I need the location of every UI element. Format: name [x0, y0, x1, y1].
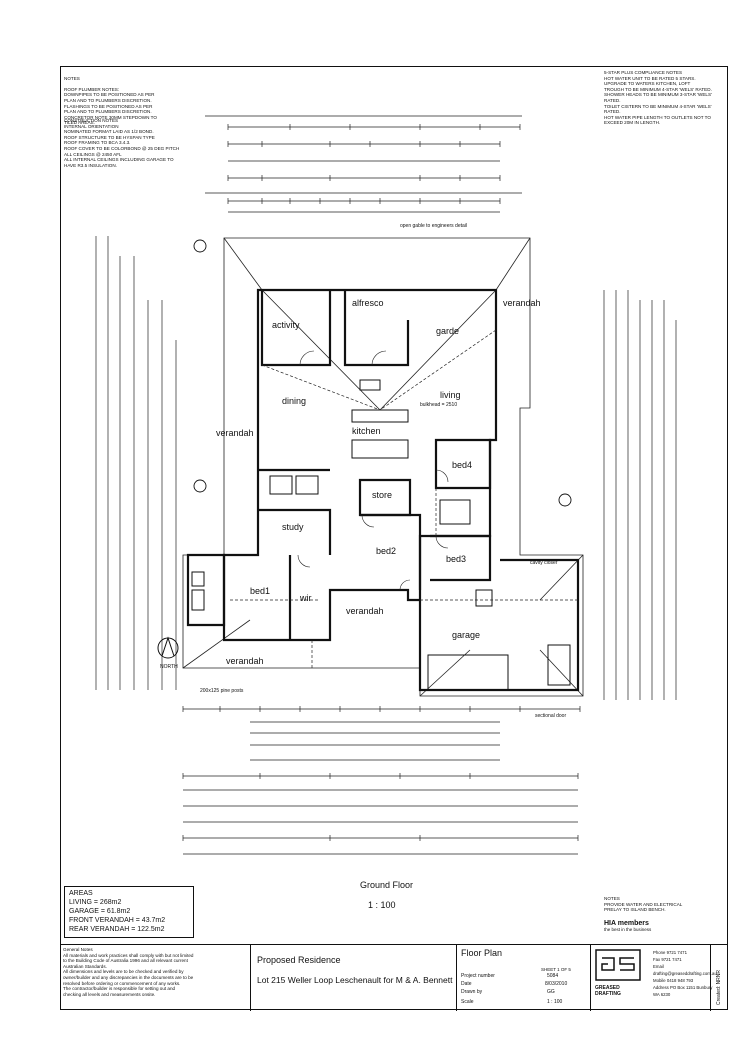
- room-alfresco: alfresco: [352, 298, 384, 308]
- hia-sub: the best in the business: [604, 927, 652, 932]
- sheet-number: SHEET 1 OF 5: [541, 967, 571, 972]
- notes-heading: NOTES: [64, 75, 80, 81]
- note-island-bench: NOTES PROVIDE WATER AND ELECTRICAL PRELA…: [604, 896, 683, 913]
- room-bed3: bed3: [446, 554, 467, 564]
- date-label: Date: [461, 981, 472, 987]
- hia-label: HIA members: [604, 920, 649, 927]
- drawn-value: GG: [547, 989, 555, 995]
- note-posts: 200x125 pine posts: [200, 688, 244, 694]
- sheet-cell: Floor Plan SHEET 1 OF 5 Project number 5…: [456, 945, 590, 1011]
- contact-phone: Phone 9721 7471: [653, 949, 717, 956]
- stamp-cell: Created: NRNR: [710, 945, 728, 1011]
- contact-email: Email drafting@greaseddrafting.com.au: [653, 963, 717, 977]
- drawing-title: Ground Floor: [360, 880, 414, 890]
- company-name: GREASED DRAFTING: [595, 985, 621, 997]
- contact-fax-label: Fax: [653, 957, 661, 962]
- project-title: Proposed Residence: [257, 955, 341, 965]
- room-garage: garage: [452, 630, 481, 640]
- room-store: store: [372, 490, 393, 500]
- drawing-sheet: [60, 66, 728, 1010]
- contact-address: Address PO Box 1151 Bunbury WA 6230: [653, 984, 717, 998]
- room-study: study: [282, 522, 304, 532]
- room-garden: garde: [436, 326, 460, 336]
- scale-label: Scale: [461, 999, 474, 1005]
- areas-box: AREAS LIVING = 268m2 GARAGE = 61.8m2 FRO…: [64, 886, 194, 938]
- contact-email-value: drafting@greaseddrafting.com.au: [653, 971, 717, 976]
- room-verandah-left: verandah: [216, 428, 254, 438]
- note-open-gable: open gable to engineers detail: [400, 223, 467, 229]
- general-notes: General Notes All materials and work pra…: [63, 947, 194, 997]
- project-cell: Proposed Residence Lot 215 Weller Loop L…: [250, 945, 456, 1011]
- contact-mobile-value: 0418 948 793: [666, 978, 694, 983]
- area-garage: GARAGE = 61.8m2: [69, 908, 131, 915]
- area-living: LIVING = 268m2: [69, 899, 122, 906]
- contact-address-value: PO Box 1151 Bunbury WA 6230: [653, 985, 713, 997]
- room-dining: dining: [282, 396, 307, 406]
- contact-mobile-label: Mobile: [653, 978, 666, 983]
- project-number-value: 5084: [547, 973, 559, 979]
- contact-mobile: Mobile 0418 948 793: [653, 977, 717, 984]
- room-bed1: bed1: [250, 586, 271, 596]
- hia-membership: HIA members the best in the business: [604, 920, 722, 932]
- contact-email-label: Email: [653, 964, 664, 969]
- project-number-row: Project number 5084: [461, 973, 587, 979]
- contact-address-label: Address: [653, 985, 669, 990]
- room-verandah-right: verandah: [503, 298, 541, 308]
- room-living: living: [440, 390, 461, 400]
- scale-row: Scale 1 : 100: [461, 999, 587, 1005]
- project-address: Lot 215 Weller Loop Leschenault for M & …: [257, 975, 453, 985]
- date-value: 8/03/2010: [545, 981, 568, 987]
- contact-list: Phone 9721 7471 Fax 9721 7471 Email draf…: [653, 949, 717, 998]
- project-number-label: Project number: [461, 973, 495, 979]
- notes-right: 5-STAR PLUS COMPLIANCE NOTES HOT WATER U…: [604, 70, 712, 126]
- room-kitchen: kitchen: [352, 426, 381, 436]
- sheet-title: Floor Plan: [461, 948, 503, 958]
- room-bed2: bed2: [376, 546, 397, 556]
- scale-value: 1 : 100: [547, 999, 563, 1005]
- area-rear-verandah: REAR VERANDAH = 122.5m2: [69, 926, 165, 933]
- contact-phone-value: 9721 7471: [666, 950, 687, 955]
- note-sectional-door: sectional door: [535, 713, 567, 719]
- areas-heading: AREAS: [69, 890, 93, 897]
- room-wir: wir: [300, 593, 312, 603]
- note-bulkhead: bulkhead = 2510: [420, 402, 458, 408]
- area-front-verandah: FRONT VERANDAH = 43.7m2: [69, 917, 166, 924]
- contact-fax: Fax 9721 7471: [653, 956, 717, 963]
- room-bed4: bed4: [452, 460, 473, 470]
- room-activity: activity: [272, 320, 300, 330]
- note-north: NORTH: [160, 664, 178, 670]
- title-block: General Notes All materials and work pra…: [60, 944, 728, 1011]
- drawing-scale: 1 : 100: [368, 900, 396, 910]
- date-row: Date 8/03/2010: [461, 981, 587, 987]
- room-verandah-front: verandah: [346, 606, 384, 616]
- notes-left: NOTES ROOF PLUMBER NOTES: DOWNPIPES TO B…: [64, 70, 184, 132]
- room-verandah-bottom: verandah: [226, 656, 264, 666]
- drawn-row: Drawn by GG: [461, 989, 587, 995]
- contact-fax-value: 9721 7471: [661, 957, 682, 962]
- drawn-label: Drawn by: [461, 989, 483, 995]
- company-cell: GREASED DRAFTING Phone 9721 7471 Fax 972…: [590, 945, 717, 1011]
- side-stamp: Created: NRNR: [716, 969, 722, 1005]
- contact-phone-label: Phone: [653, 950, 666, 955]
- construction-notes: CONSTRUCTION NOTES INTERNAL ORIENTATION …: [64, 118, 180, 168]
- roof-plumber-notes: ROOF PLUMBER NOTES: DOWNPIPES TO BE POSI…: [64, 86, 157, 126]
- note-cavity-closer: cavity closer: [530, 560, 558, 566]
